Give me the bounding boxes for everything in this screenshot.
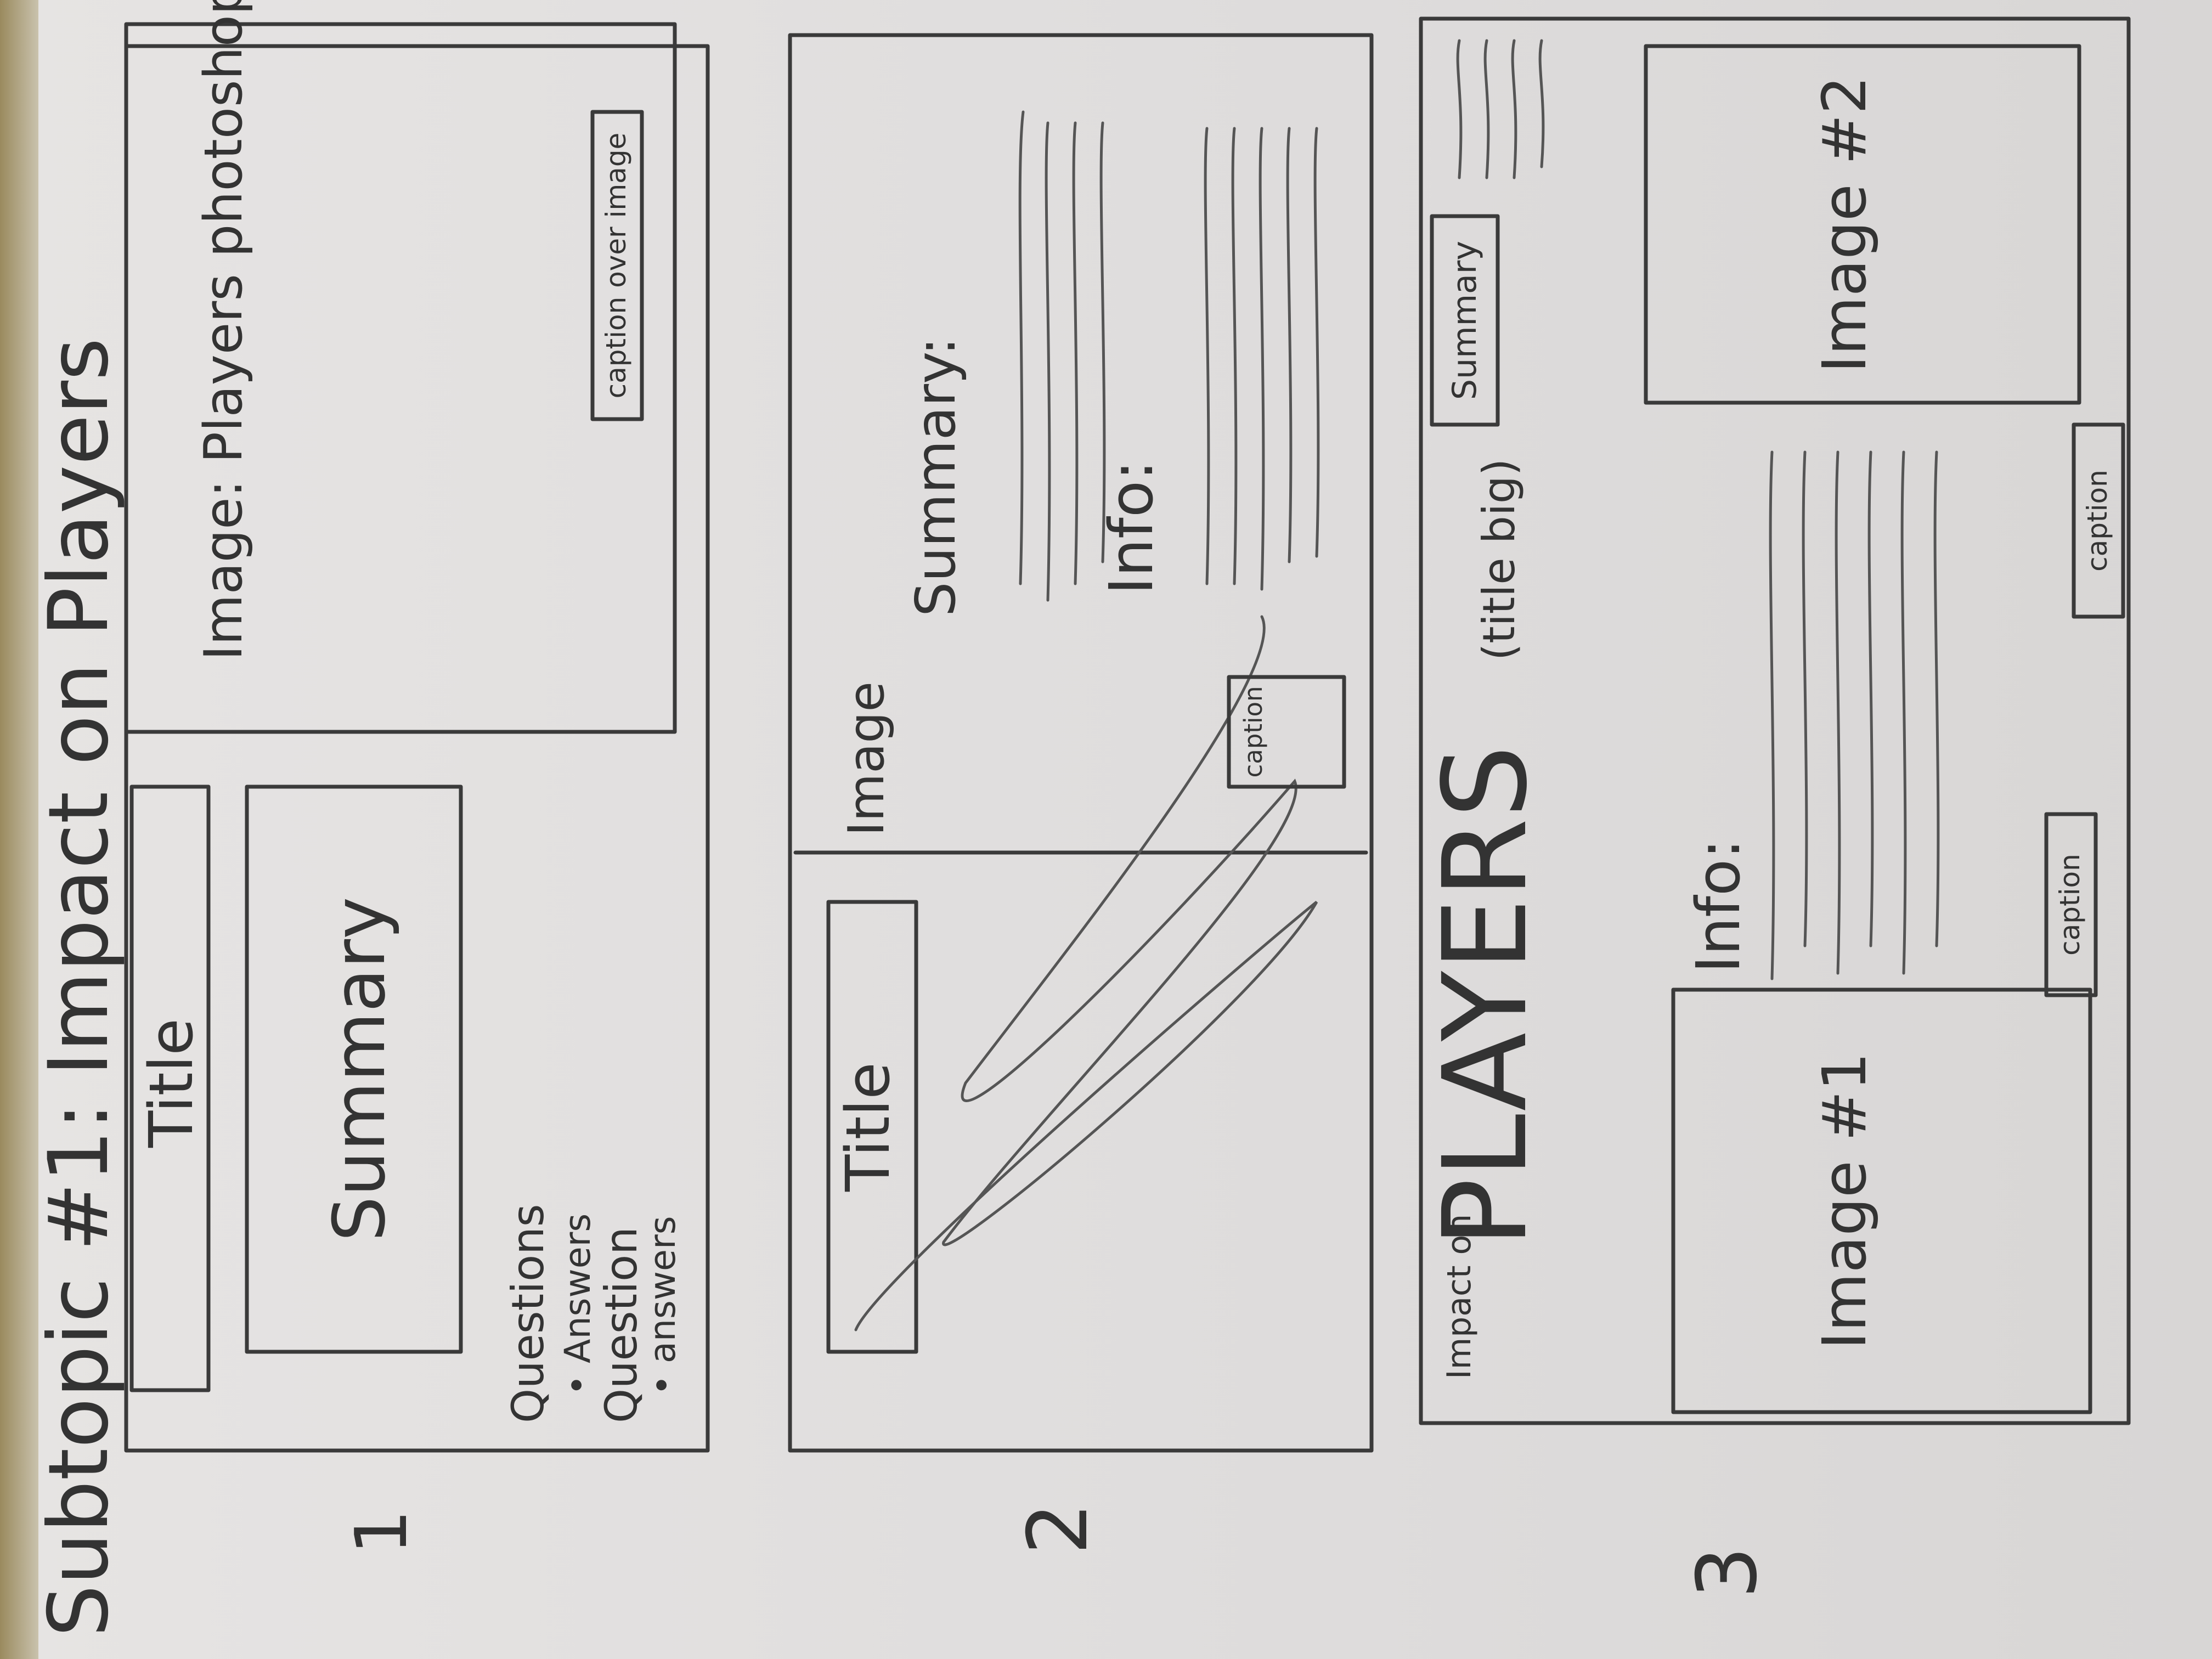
panel-1: Title Summary Image: Players photoshoped… [124, 0, 710, 1555]
panel-2-caption: caption [1239, 686, 1268, 777]
panel-3-caption-2: caption [2081, 470, 2113, 572]
panel-2-number: 2 [1011, 1503, 1106, 1555]
panel-3-title-big: PLAYERS [1418, 745, 1553, 1248]
table-edge [0, 0, 38, 1659]
panel-3-image-2-box [1644, 44, 2081, 405]
panel-3-info-lines [1769, 450, 1940, 980]
panel-3-caption-2-box [2072, 422, 2125, 619]
header-text: Subtopic #1: Impact on Players [31, 338, 127, 1637]
panel-3-summary: Summary [1446, 241, 1484, 400]
panel-2-info-lines [1204, 127, 1320, 591]
panel-3-image-1-box [1671, 988, 2092, 1414]
panel-1-image-note: Image: Players photoshoped with blank ba… [194, 0, 254, 661]
panel-1-image-box [124, 22, 677, 734]
panel-1-frame [124, 44, 710, 1453]
panel-3-image-2: Image #2 [1809, 76, 1880, 373]
panel-1-caption-box [590, 110, 644, 421]
panel-3-caption-1: caption [2054, 854, 2086, 956]
panel-2: Title Image Summary: Info: caption 2 [788, 33, 1374, 1555]
panel-1-summary: Summary [318, 897, 401, 1242]
panel-3-frame [1419, 16, 2131, 1425]
panel-1-title-box [129, 785, 211, 1392]
panel-2-scribble [854, 615, 1318, 1331]
panel-1-title: Title [136, 1018, 206, 1148]
panel-1-q2: Question [596, 1227, 647, 1423]
panel-3-image-1: Image #1 [1809, 1052, 1880, 1350]
panel-2-summary-lines [1018, 110, 1106, 602]
panel-1-summary-box [245, 785, 463, 1354]
panel-3-caption-1-box [2044, 812, 2098, 997]
panel-3-title-note: (title big) [1474, 459, 1525, 661]
panel-2-summary: Summary: [904, 337, 968, 617]
panel-2-image-label: Image [838, 681, 895, 836]
panel-1-a1: • Answers [557, 1214, 599, 1396]
panel-2-title-box [826, 900, 918, 1354]
panel-3-impact: Impact on [1440, 1214, 1479, 1379]
panel-2-frame [788, 33, 1374, 1453]
panel-3: Impact on PLAYERS (title big) Summary In… [1418, 16, 2131, 1599]
panel-1-number: 1 [340, 1509, 423, 1555]
panel-2-info: Info: [1096, 460, 1166, 595]
panel-1-caption: caption over image [600, 133, 632, 399]
panel-3-info: Info: [1683, 839, 1753, 973]
panel-3-summary-lines [1456, 39, 1545, 179]
panel-3-summary-box [1430, 214, 1500, 427]
panel-1-a2: • answers [642, 1216, 684, 1396]
panel-2-title: Title [833, 1062, 903, 1192]
panel-3-number: 3 [1680, 1547, 1775, 1599]
panel-2-caption-box [1227, 675, 1346, 789]
panel-1-q1: Questions [503, 1204, 554, 1424]
